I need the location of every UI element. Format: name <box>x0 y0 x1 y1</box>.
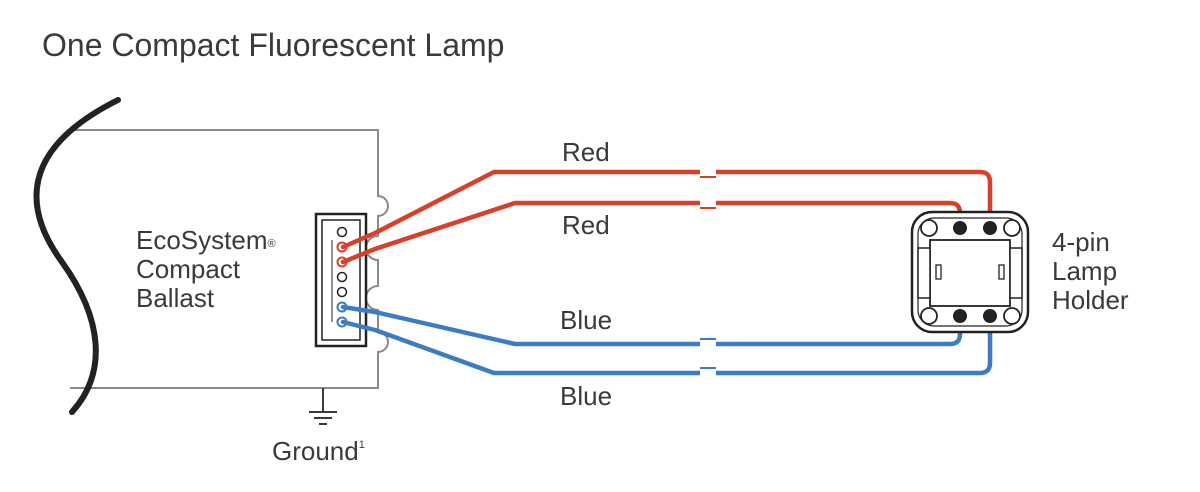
lamp-pin-1 <box>953 221 967 235</box>
lamp-holder-hole-tl <box>920 219 938 237</box>
ballast-housing-outline <box>70 129 389 389</box>
lamp-holder-label-line2: Lamp <box>1052 256 1117 286</box>
lamp-holder-label-line1: 4-pin <box>1052 227 1110 257</box>
lamp-holder <box>910 210 1030 334</box>
wire-break-marks <box>700 169 716 376</box>
ground-label: Ground <box>272 436 359 466</box>
ground-footnote: 1 <box>359 439 365 451</box>
ballast-label-line2: Compact <box>136 254 241 284</box>
ballast-label: EcoSystem® Compact Ballast <box>136 225 276 313</box>
lamp-pin-3 <box>953 309 967 323</box>
lamp-pin-2 <box>983 221 997 235</box>
svg-text:EcoSystem®: EcoSystem® <box>136 225 276 255</box>
ground-symbol-icon <box>309 388 337 425</box>
registered-mark: ® <box>268 238 276 250</box>
lamp-pin-4 <box>983 309 997 323</box>
svg-text:Ground1: Ground1 <box>272 436 365 466</box>
wire-red-bottom <box>340 200 963 265</box>
lamp-holder-hole-br <box>1003 307 1021 325</box>
wire-blue-bottom <box>340 315 993 376</box>
ballast-label-line1: EcoSystem <box>136 225 268 255</box>
wire-red-top <box>340 169 993 250</box>
ballast-cutaway-cable <box>33 97 121 415</box>
lamp-holder-hole-tr <box>1003 219 1021 237</box>
wire-label-red-bottom: Red <box>562 210 610 240</box>
wire-blue-top <box>340 304 963 347</box>
lamp-holder-label-line3: Holder <box>1052 285 1129 315</box>
wire-label-blue-bottom: Blue <box>560 381 612 411</box>
wire-label-blue-top: Blue <box>560 305 612 335</box>
ballast-label-line3: Ballast <box>136 283 215 313</box>
diagram-title: One Compact Fluorescent Lamp <box>42 27 504 63</box>
wire-label-red-top: Red <box>562 137 610 167</box>
lamp-holder-hole-bl <box>920 307 938 325</box>
